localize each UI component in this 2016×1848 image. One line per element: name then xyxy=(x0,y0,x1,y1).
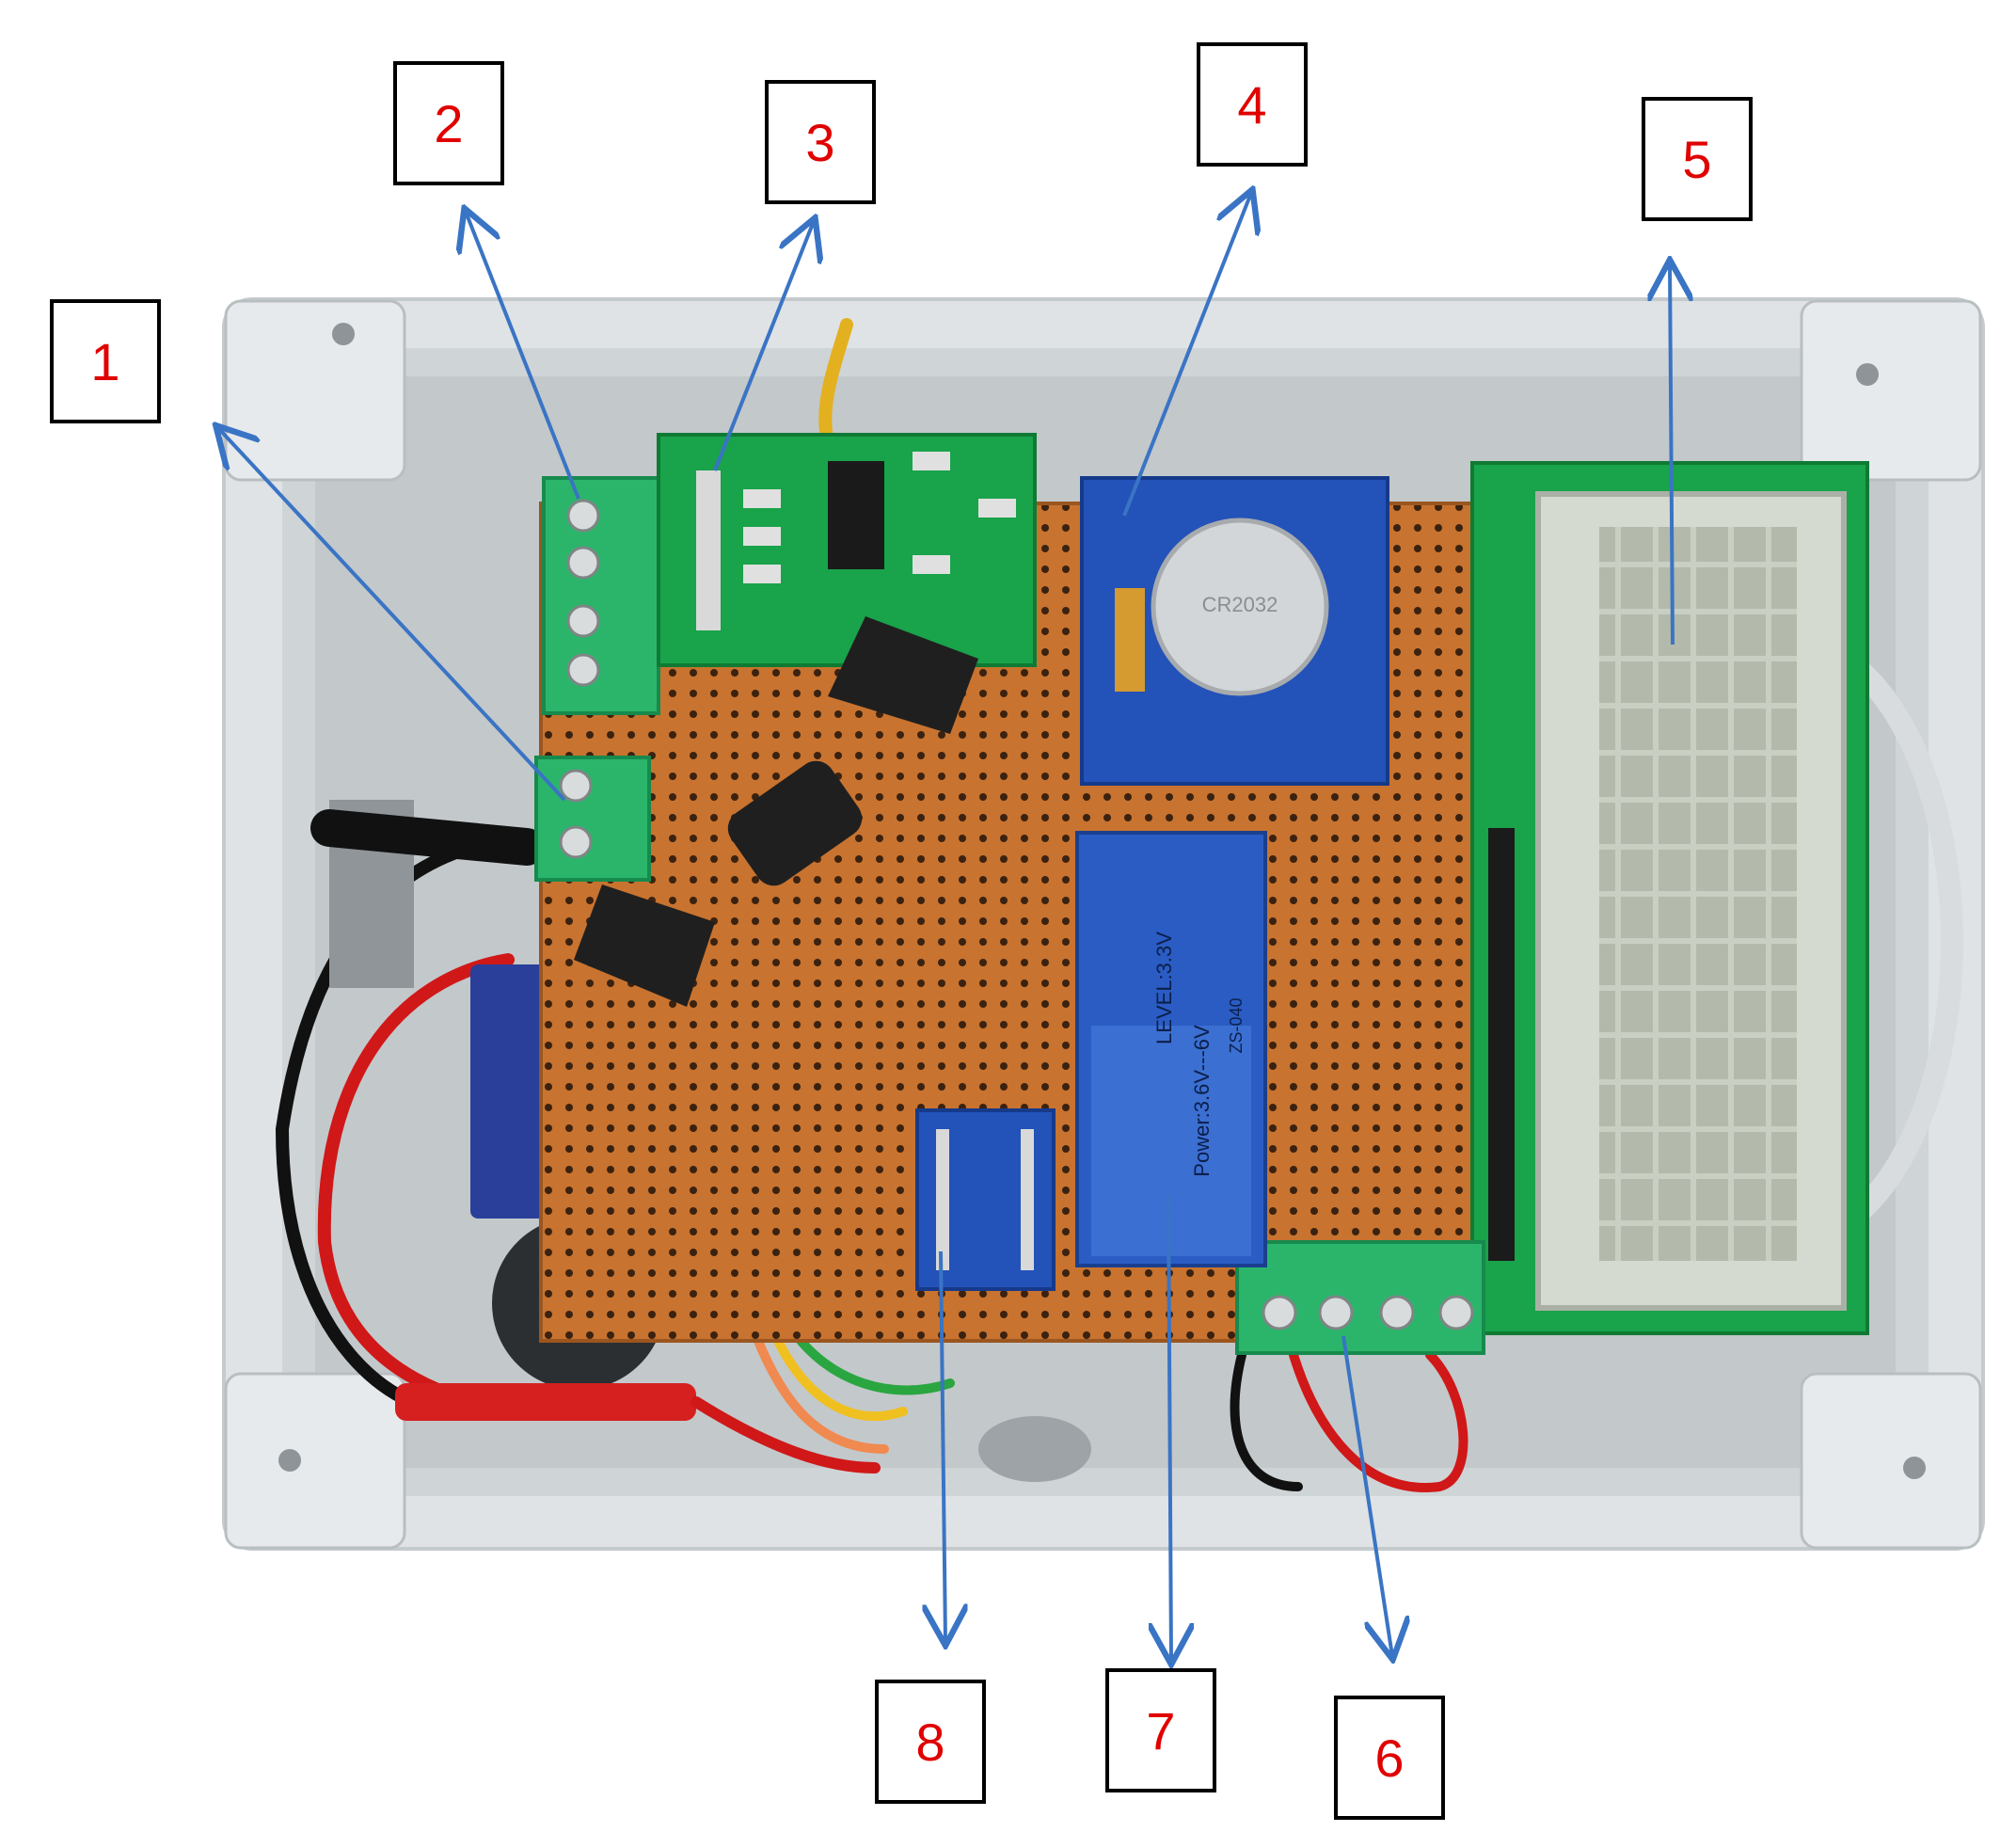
corner-posts xyxy=(224,299,1982,1550)
arrow-8 xyxy=(941,1251,945,1642)
callout-number: 8 xyxy=(915,1712,945,1772)
arrow-6 xyxy=(1341,1335,1392,1656)
callout-number: 1 xyxy=(90,331,120,391)
battery-pack xyxy=(470,964,546,1219)
callout-number: 2 xyxy=(434,93,464,153)
level-shifter xyxy=(915,1108,1056,1291)
callout-label-8: 8 xyxy=(875,1680,986,1804)
terminal-block-2 xyxy=(542,476,660,715)
callout-number: 6 xyxy=(1374,1728,1405,1788)
callout-number: 5 xyxy=(1682,129,1712,189)
screw-holes xyxy=(278,323,1926,1479)
callout-label-7: 7 xyxy=(1105,1668,1216,1792)
callout-number: 3 xyxy=(805,112,835,172)
arrow-7 xyxy=(1168,1194,1171,1661)
bluetooth-module: LEVEL:3.3V Power:3.6V---6V ZS-040 xyxy=(1075,831,1267,1267)
heatsinks xyxy=(574,616,978,1007)
callout-label-5: 5 xyxy=(1642,97,1753,221)
cables xyxy=(275,318,1468,1492)
callout-label-2: 2 xyxy=(393,61,504,185)
rtc-module: CR2032 xyxy=(1080,476,1389,786)
arrow-3 xyxy=(713,221,814,471)
callout-label-1: 1 xyxy=(50,299,161,423)
arrow-5 xyxy=(1670,263,1673,645)
callout-label-6: 6 xyxy=(1334,1696,1445,1820)
amplifier-board xyxy=(657,433,1037,667)
callout-label-4: 4 xyxy=(1197,42,1308,167)
arrow-1 xyxy=(218,428,566,802)
terminal-block-6 xyxy=(1235,1240,1485,1355)
lcd-pins xyxy=(1488,828,1515,1261)
callout-number: 4 xyxy=(1237,74,1267,135)
arrow-2 xyxy=(466,212,580,500)
callout-label-3: 3 xyxy=(765,80,876,204)
callout-number: 7 xyxy=(1146,1700,1176,1760)
callout-arrows xyxy=(218,193,1673,1661)
terminal-block-1 xyxy=(534,756,651,882)
battery-label: CR2032 xyxy=(1202,593,1278,616)
arrow-4 xyxy=(1122,193,1251,517)
bt-power-text: Power:3.6V---6V xyxy=(1190,1025,1214,1177)
lcd-module xyxy=(1470,461,1869,1335)
bt-model-text: ZS-040 xyxy=(1227,997,1246,1053)
bt-level-text: LEVEL:3.3V xyxy=(1152,932,1176,1044)
